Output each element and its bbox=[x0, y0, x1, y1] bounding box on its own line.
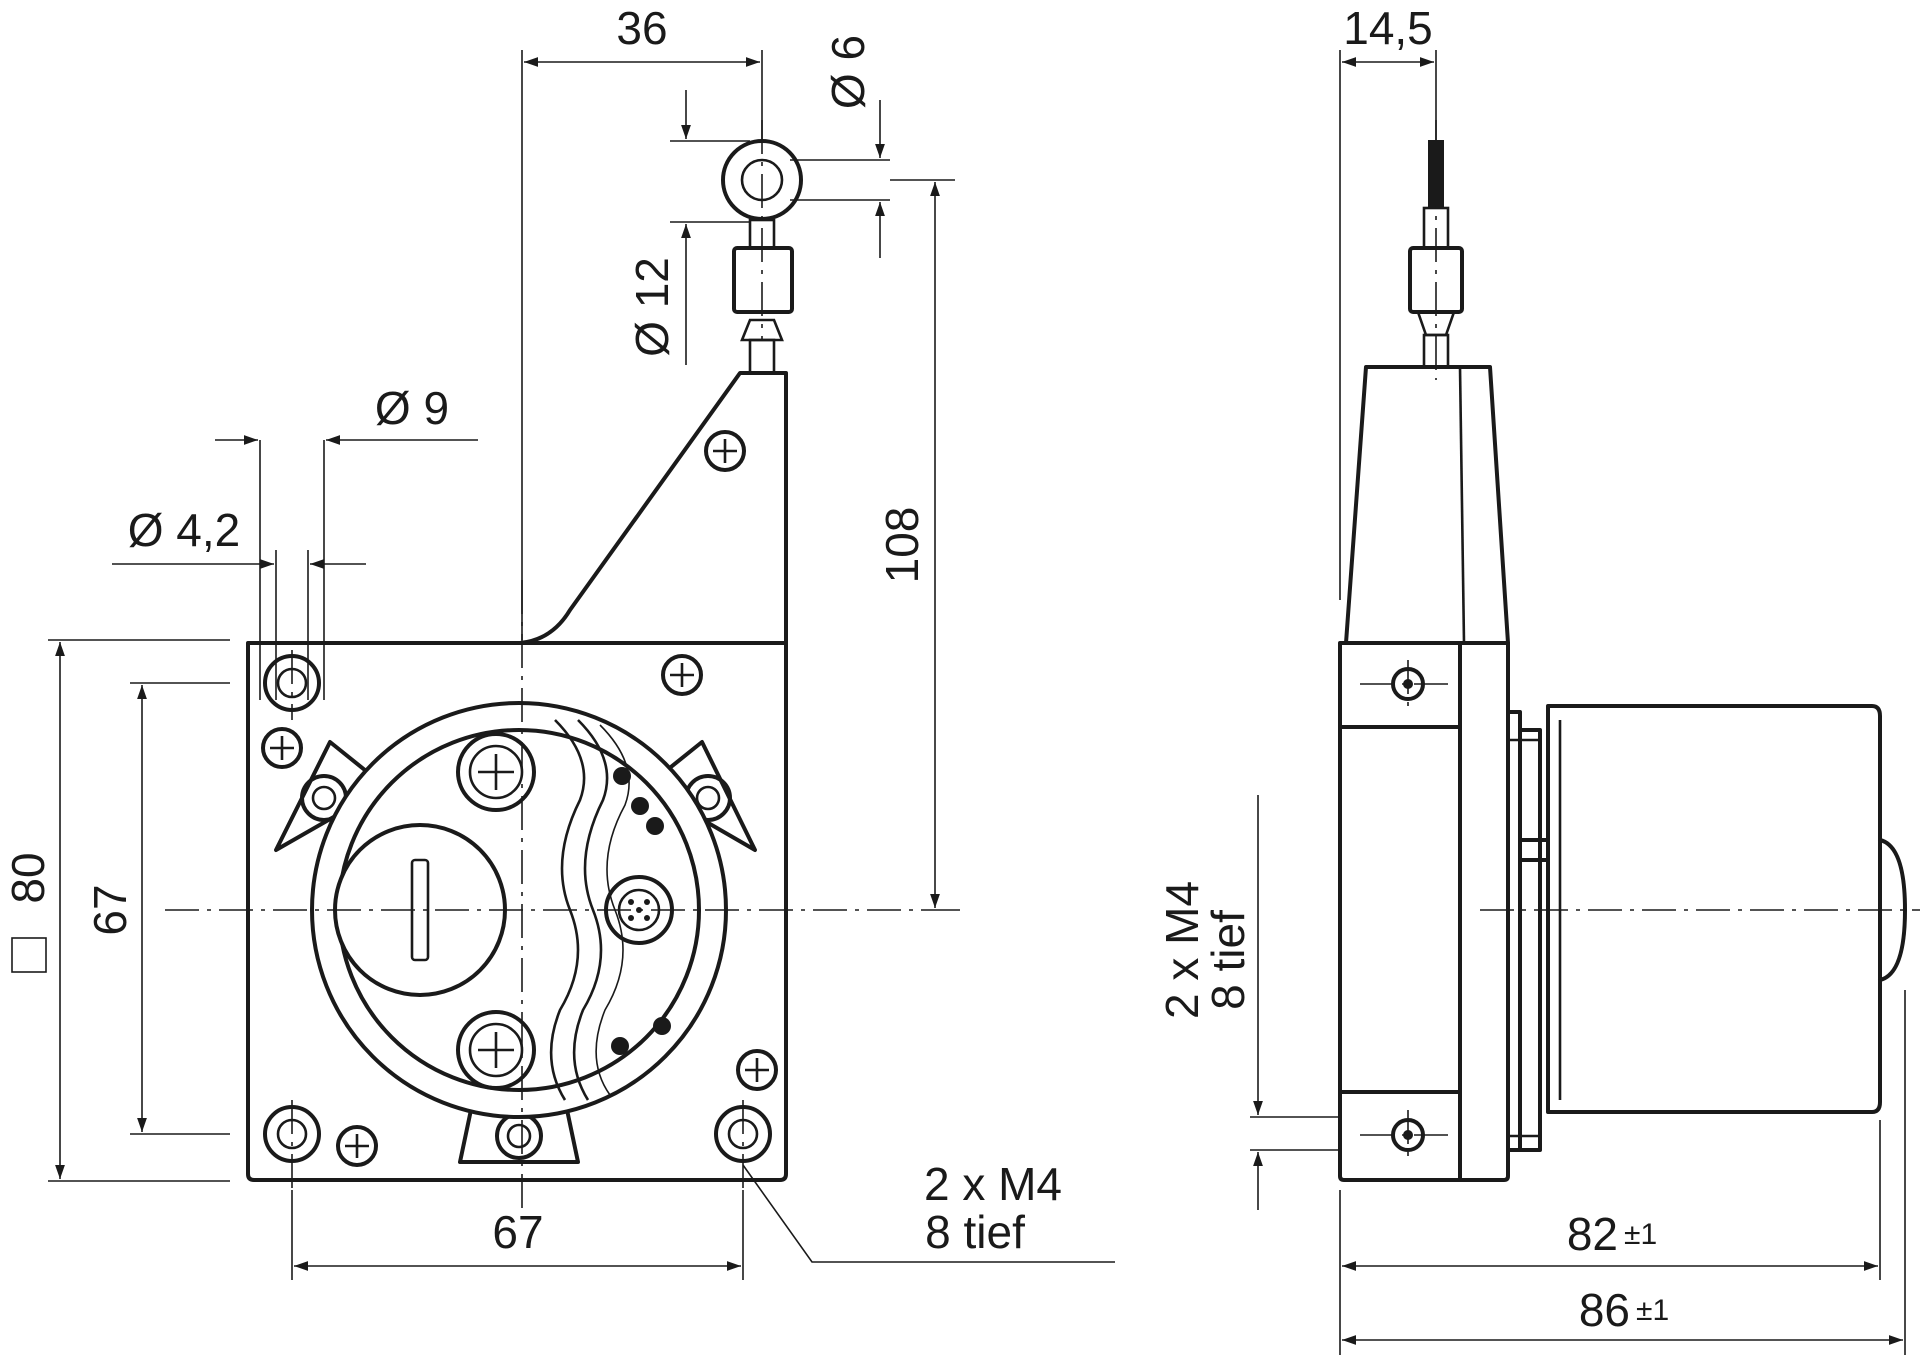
front-view: 36 Ø 6 Ø 12 108 Ø 9 Ø 4,2 80 bbox=[2, 2, 1115, 1280]
front-dim-hole-pitch-horizontal: 67 bbox=[492, 1206, 543, 1258]
side-dim-body-value: 82 bbox=[1567, 1208, 1618, 1260]
side-dim-cable-offset: 14,5 bbox=[1343, 2, 1433, 54]
front-clamp-screw-bottom bbox=[456, 1010, 536, 1090]
front-dim-square: 80 bbox=[2, 852, 54, 973]
side-housing bbox=[1338, 641, 1510, 1182]
front-note-thread-line1: 2 x M4 bbox=[924, 1158, 1062, 1210]
front-dim-eyelet-hole: Ø 6 bbox=[822, 35, 874, 109]
side-dim-body-tolerance: ±1 bbox=[1624, 1218, 1657, 1251]
front-dim-cable-height: 108 bbox=[876, 507, 928, 584]
side-dim-body: 82 ±1 bbox=[1567, 1208, 1657, 1260]
front-clamp-screw-top bbox=[456, 732, 536, 812]
front-dim-eyelet-outer: Ø 12 bbox=[626, 257, 678, 357]
front-screw-bottom-left bbox=[336, 1125, 378, 1167]
front-dim-cable-offset: 36 bbox=[616, 2, 667, 54]
front-dim-counterbore: Ø 9 bbox=[375, 382, 449, 434]
side-encoder-body bbox=[1546, 704, 1882, 1114]
front-cable-arm bbox=[518, 371, 788, 645]
front-screw-lower-right bbox=[736, 1049, 778, 1091]
side-note-thread-line1: 2 x M4 bbox=[1156, 881, 1208, 1019]
front-dim-square-value: 80 bbox=[2, 852, 54, 903]
front-screw-upper-left bbox=[261, 727, 303, 769]
side-note-thread-line2: 8 tief bbox=[1202, 910, 1254, 1010]
side-cable-guide bbox=[1344, 365, 1510, 645]
front-screw-arm bbox=[704, 430, 746, 472]
front-housing-outline bbox=[246, 641, 788, 1182]
front-note-thread-line2: 8 tief bbox=[925, 1206, 1025, 1258]
front-dim-bore: Ø 4,2 bbox=[128, 504, 241, 556]
front-rivets bbox=[611, 767, 671, 1055]
front-screw-top-right bbox=[661, 654, 703, 696]
side-dim-total-value: 86 bbox=[1579, 1284, 1630, 1336]
side-dim-total-tolerance: ±1 bbox=[1636, 1294, 1669, 1327]
front-dim-hole-pitch-vertical: 67 bbox=[84, 884, 136, 935]
side-view: 14,5 2 x M4 8 tief 82 ±1 86 ±1 bbox=[1156, 2, 1920, 1355]
side-dim-total: 86 ±1 bbox=[1579, 1284, 1669, 1336]
